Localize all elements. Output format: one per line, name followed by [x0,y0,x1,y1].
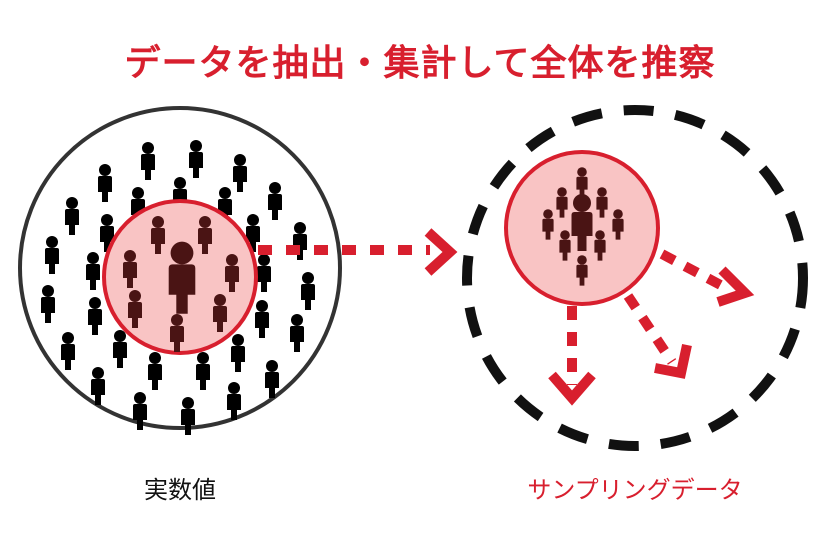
sample-label: サンプリングデータ [527,476,743,504]
dotted-arrow-icon [258,228,755,406]
population-label: 実数値 [144,476,216,504]
estimated-population-circle [462,105,808,451]
diagram-title: データを抽出・集計して全体を推察 [124,43,716,84]
